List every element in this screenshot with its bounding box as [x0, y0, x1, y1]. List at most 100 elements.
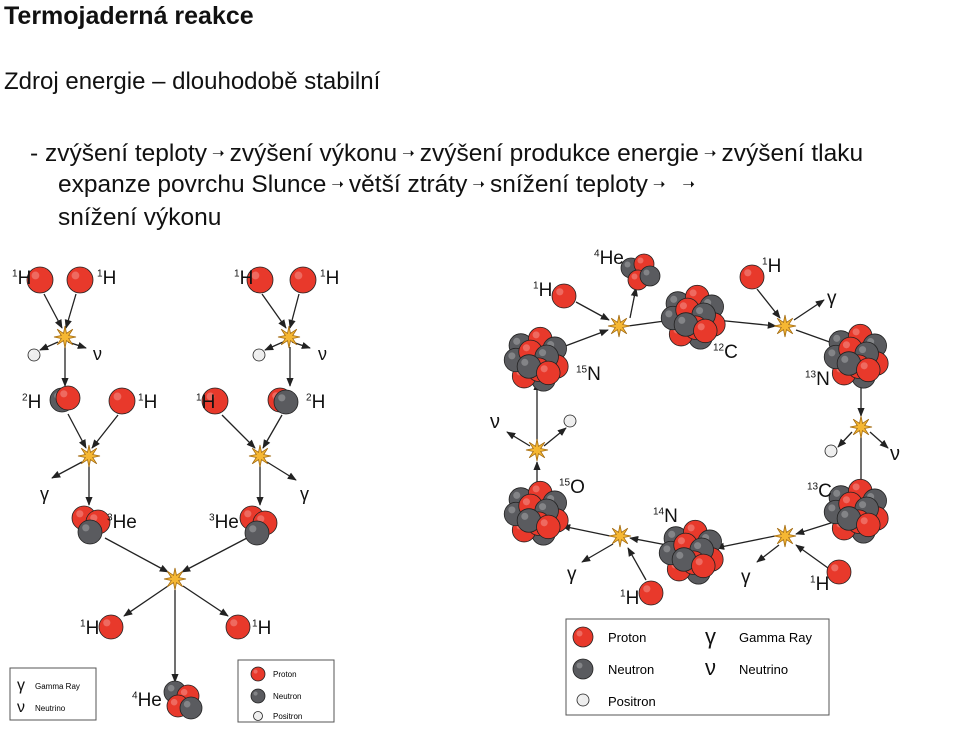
- reaction-arrow: [629, 287, 638, 319]
- particle-highlight: [167, 684, 175, 692]
- particle-highlight: [828, 349, 836, 357]
- reaction-star-icon: [77, 444, 101, 468]
- proton: [739, 264, 765, 290]
- gamma-symbol: γ: [741, 567, 751, 588]
- proton: [55, 385, 81, 411]
- particle-highlight: [113, 392, 122, 401]
- reaction-arrow: [627, 547, 647, 581]
- reaction-arrow: [262, 414, 283, 449]
- chain-step: zvýšení teploty: [44, 140, 208, 167]
- particle-highlight: [253, 691, 258, 696]
- mass-number: 4: [594, 248, 600, 259]
- gamma-symbol: γ: [300, 484, 309, 504]
- gamma-symbol: γ: [40, 484, 49, 504]
- particle-highlight: [744, 269, 752, 277]
- reaction-arrow: [795, 544, 829, 569]
- mass-number: 3: [107, 512, 113, 523]
- reaction-arrow: [181, 537, 248, 573]
- particle-highlight: [833, 489, 841, 497]
- element-symbol: He: [113, 512, 137, 533]
- reaction-arrow: [123, 585, 169, 617]
- particle-highlight: [643, 585, 651, 593]
- particle-highlight: [103, 619, 111, 627]
- legend-label: Neutron: [608, 662, 654, 677]
- particle-highlight: [679, 302, 687, 310]
- reaction-arrow: [288, 293, 300, 329]
- element-symbol: He: [138, 690, 162, 711]
- h1-label: 1H: [810, 574, 829, 595]
- particle-highlight: [180, 688, 188, 696]
- h1-label: 1H: [762, 256, 781, 277]
- reaction-star-icon: [849, 415, 873, 439]
- particle-highlight: [576, 662, 583, 669]
- particle-highlight: [294, 271, 303, 280]
- nu-symbol: ν: [318, 344, 327, 364]
- arrow-icon: ➝: [402, 145, 415, 162]
- h1-label: 1H: [138, 392, 157, 413]
- legend-label: Gamma Ray: [35, 682, 80, 691]
- particle-highlight: [687, 524, 695, 532]
- h2-label: 2H: [306, 392, 325, 413]
- neutron: [572, 658, 594, 680]
- particle-highlight: [255, 351, 259, 355]
- mass-number: 13: [805, 369, 817, 380]
- proton: [26, 266, 54, 294]
- proton: [638, 580, 664, 606]
- particle-highlight: [689, 289, 697, 297]
- particle-highlight: [860, 517, 868, 525]
- mass-number: 1: [97, 268, 103, 279]
- nu-symbol: ν: [705, 655, 716, 680]
- mass-number: 15: [576, 364, 588, 375]
- legend-label: Positron: [608, 694, 656, 709]
- neutron: [77, 519, 103, 545]
- positron: [253, 711, 263, 721]
- gamma-symbol: γ: [17, 677, 25, 694]
- nu-symbol: ν: [93, 344, 102, 364]
- element-symbol: H: [28, 392, 42, 413]
- reaction-arrow: [581, 543, 614, 563]
- neutron: [273, 389, 299, 415]
- particle-highlight: [521, 358, 529, 366]
- reaction-arrow: [561, 524, 611, 537]
- legend-label: Proton: [273, 670, 297, 679]
- positron: [252, 348, 266, 362]
- proton: [250, 666, 266, 682]
- particle-highlight: [513, 337, 521, 345]
- mass-number: 2: [22, 392, 28, 403]
- reaction-arrow: [39, 341, 59, 351]
- particle-highlight: [678, 316, 686, 324]
- legend-label: Positron: [273, 712, 302, 721]
- particle-highlight: [828, 504, 836, 512]
- he3-label: 3He: [209, 512, 239, 533]
- mass-number: 1: [620, 588, 626, 599]
- reaction-star-icon: [773, 524, 797, 548]
- element-symbol: C: [724, 342, 738, 363]
- legend-label: Neutron: [273, 692, 301, 701]
- particle-highlight: [643, 269, 650, 276]
- element-symbol: N: [587, 364, 601, 385]
- reaction-star-icon: [248, 444, 272, 468]
- reaction-arrow: [43, 293, 63, 329]
- particle-highlight: [71, 271, 80, 280]
- proton: [572, 626, 594, 648]
- proton: [98, 614, 124, 640]
- mass-number: 1: [196, 392, 202, 403]
- reaction-arrow: [266, 461, 297, 481]
- proton: [551, 283, 577, 309]
- reaction-arrow: [51, 461, 83, 479]
- mass-number: 3: [209, 512, 215, 523]
- reaction-arrow: [715, 319, 777, 329]
- neutron: [250, 688, 266, 704]
- mass-number: 2: [306, 392, 312, 403]
- legend-box: [565, 618, 830, 716]
- he3-label: 3He: [107, 512, 137, 533]
- he4-label: 4He: [594, 248, 624, 269]
- particle-highlight: [522, 344, 530, 352]
- reaction-arrow: [264, 341, 284, 351]
- particle-highlight: [513, 491, 521, 499]
- mass-number: 14: [653, 506, 665, 517]
- reaction-arrow: [793, 299, 825, 321]
- proton: [536, 514, 561, 540]
- legend-label: Neutrino: [35, 704, 66, 713]
